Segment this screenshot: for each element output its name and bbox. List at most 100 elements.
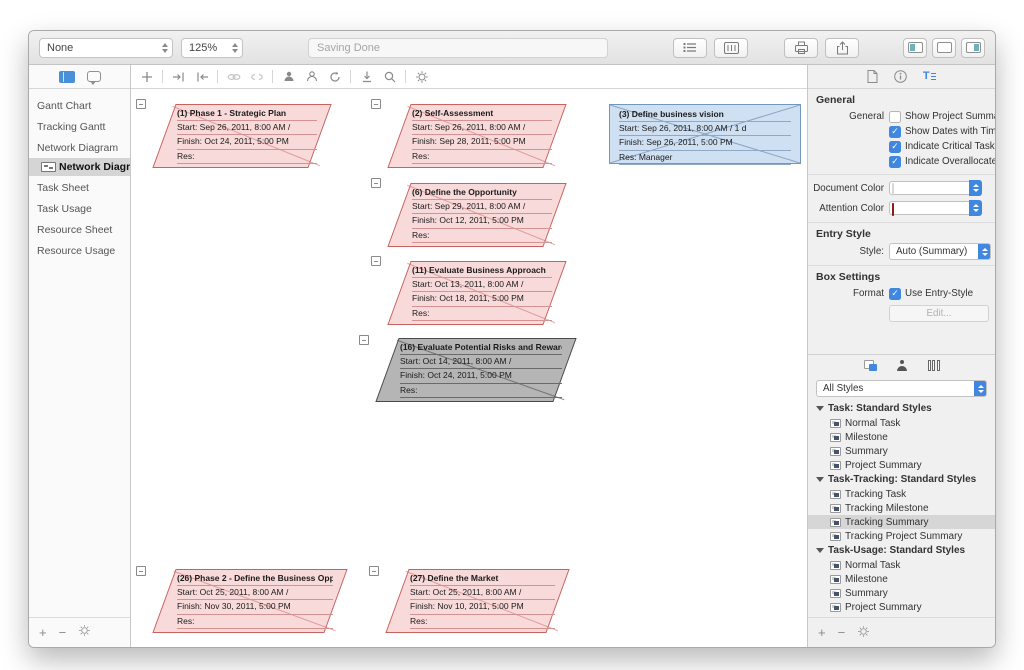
sidebar-item-network-diagram[interactable]: Network Diagram [29,158,130,176]
toggle-left-panel-button[interactable] [903,37,927,58]
style-item-label: Project Summary [845,459,922,471]
attention-color-well[interactable] [889,201,969,216]
collapse-button[interactable] [359,335,369,345]
collapse-button[interactable] [136,566,146,576]
task-node-res: Res: [177,615,333,629]
info-tab-icon[interactable] [894,70,907,83]
collapse-button[interactable] [371,99,381,109]
edit-style-button[interactable]: Edit... [889,305,989,322]
outline-view-button[interactable] [673,37,707,58]
style-group-header[interactable]: Task: Standard Styles [808,401,995,416]
stepper-icon [978,244,990,259]
add-style-button[interactable]: + [818,625,826,640]
sidebar-item-tracking-gantt[interactable]: Tracking Gantt [29,118,130,136]
style-item-project-summary[interactable]: Project Summary [808,600,995,614]
sidebar-item-gantt-chart[interactable]: Gantt Chart [29,97,130,115]
style-item-summary[interactable]: Summary [808,444,995,458]
sidebar-item-resource-usage[interactable]: Resource Usage [29,242,130,260]
link-tasks-button[interactable] [226,69,241,84]
sidebar-item-task-sheet[interactable]: Task Sheet [29,179,130,197]
resources-tab-icon[interactable] [897,360,908,371]
style-item-label: Summary [845,587,888,599]
zoom-dropdown[interactable]: 125% [181,37,243,58]
style-settings-gear-icon[interactable] [857,625,870,641]
level-resources-button[interactable] [359,69,374,84]
task-node[interactable]: (16) Evaluate Potential Risks and Reward… [374,338,578,402]
reschedule-button[interactable] [327,69,342,84]
collapse-button[interactable] [371,178,381,188]
style-item-tracking-project-summary[interactable]: Tracking Project Summary [808,529,995,543]
sidebar-item-label: Task Usage [37,203,92,215]
chart-view-button[interactable] [714,37,748,58]
collapse-button[interactable] [136,99,146,109]
document-color-label: Document Color [813,182,884,194]
unassign-resource-button[interactable] [304,69,319,84]
use-entry-style-checkbox[interactable]: ✓ [889,287,901,300]
task-node-title: (16) Evaluate Potential Risks and Reward… [400,341,562,356]
checkbox-show-project-summary[interactable] [889,110,901,123]
style-item-project-summary[interactable]: Project Summary [808,458,995,472]
task-node-title: (27) Define the Market [410,572,555,587]
stepper-icon[interactable] [969,180,982,196]
stepper-icon[interactable] [969,200,982,216]
style-group-header[interactable]: Task-Usage: Standard Styles [808,543,995,558]
styles-tab-icon[interactable]: T [923,71,937,82]
task-node-title: (1) Phase 1 - Strategic Plan [177,107,317,122]
assign-resource-button[interactable] [281,69,296,84]
entry-style-dropdown[interactable]: Auto (Summary) [889,243,991,260]
indent-task-button[interactable] [171,69,186,84]
document-tab-icon[interactable] [867,70,878,83]
toggle-right-panel-button[interactable] [961,37,985,58]
filter-dropdown[interactable]: None [39,37,173,58]
share-button[interactable] [825,37,859,58]
style-item-tracking-summary[interactable]: Tracking Summary [808,515,995,529]
styles-grid-tab-icon[interactable] [863,360,877,371]
remove-style-button[interactable]: − [837,625,846,640]
add-view-button[interactable]: + [39,625,47,640]
columns-tab-icon[interactable] [927,360,940,371]
style-item-milestone[interactable]: Milestone [808,430,995,444]
all-styles-dropdown[interactable]: All Styles [816,380,987,397]
document-color-well[interactable] [889,181,969,196]
canvas-settings-gear-icon[interactable] [414,69,429,84]
print-button[interactable] [784,37,818,58]
style-group-label: Task-Tracking: Standard Styles [828,474,977,485]
style-item-milestone[interactable]: Milestone [808,572,995,586]
style-item-tracking-milestone[interactable]: Tracking Milestone [808,501,995,515]
comments-tab-icon[interactable] [86,71,101,85]
views-tab-icon[interactable] [58,70,75,83]
view-settings-gear-icon[interactable] [78,624,91,642]
remove-view-button[interactable]: − [58,625,67,640]
style-item-normal-task[interactable]: Normal Task [808,558,995,572]
task-node-finish: Finish: Oct 12, 2011, 5:00 PM [412,214,552,229]
sidebar-item-resource-sheet[interactable]: Resource Sheet [29,221,130,239]
checkbox-indicate-overallocate-[interactable]: ✓ [889,155,901,168]
style-item-normal-task[interactable]: Normal Task [808,416,995,430]
style-item-tracking-task[interactable]: Tracking Task [808,487,995,501]
style-item-summary[interactable]: Summary [808,586,995,600]
add-task-button[interactable] [139,69,154,84]
collapse-button[interactable] [369,566,379,576]
checkbox-show-dates-with-time[interactable]: ✓ [889,125,901,138]
toggle-bottom-panel-button[interactable] [932,37,956,58]
unlink-tasks-button[interactable] [249,69,264,84]
task-node-start: Start: Oct 25, 2011, 8:00 AM / [410,586,555,601]
style-group-header[interactable]: Task-Tracking: Standard Styles [808,472,995,487]
sidebar-item-network-diagram[interactable]: Network Diagram [29,139,130,157]
sidebar-item-task-usage[interactable]: Task Usage [29,200,130,218]
bottom-panel-icon [936,42,952,53]
checkbox-indicate-critical-tasks[interactable]: ✓ [889,140,901,153]
style-item-label: Normal Task [845,559,901,571]
task-node[interactable]: (26) Phase 2 - Define the Business Oppor… [151,569,349,633]
collapse-button[interactable] [371,256,381,266]
outdent-task-button[interactable] [194,69,209,84]
sidebar-item-label: Resource Sheet [37,224,113,236]
search-icon[interactable] [382,69,397,84]
